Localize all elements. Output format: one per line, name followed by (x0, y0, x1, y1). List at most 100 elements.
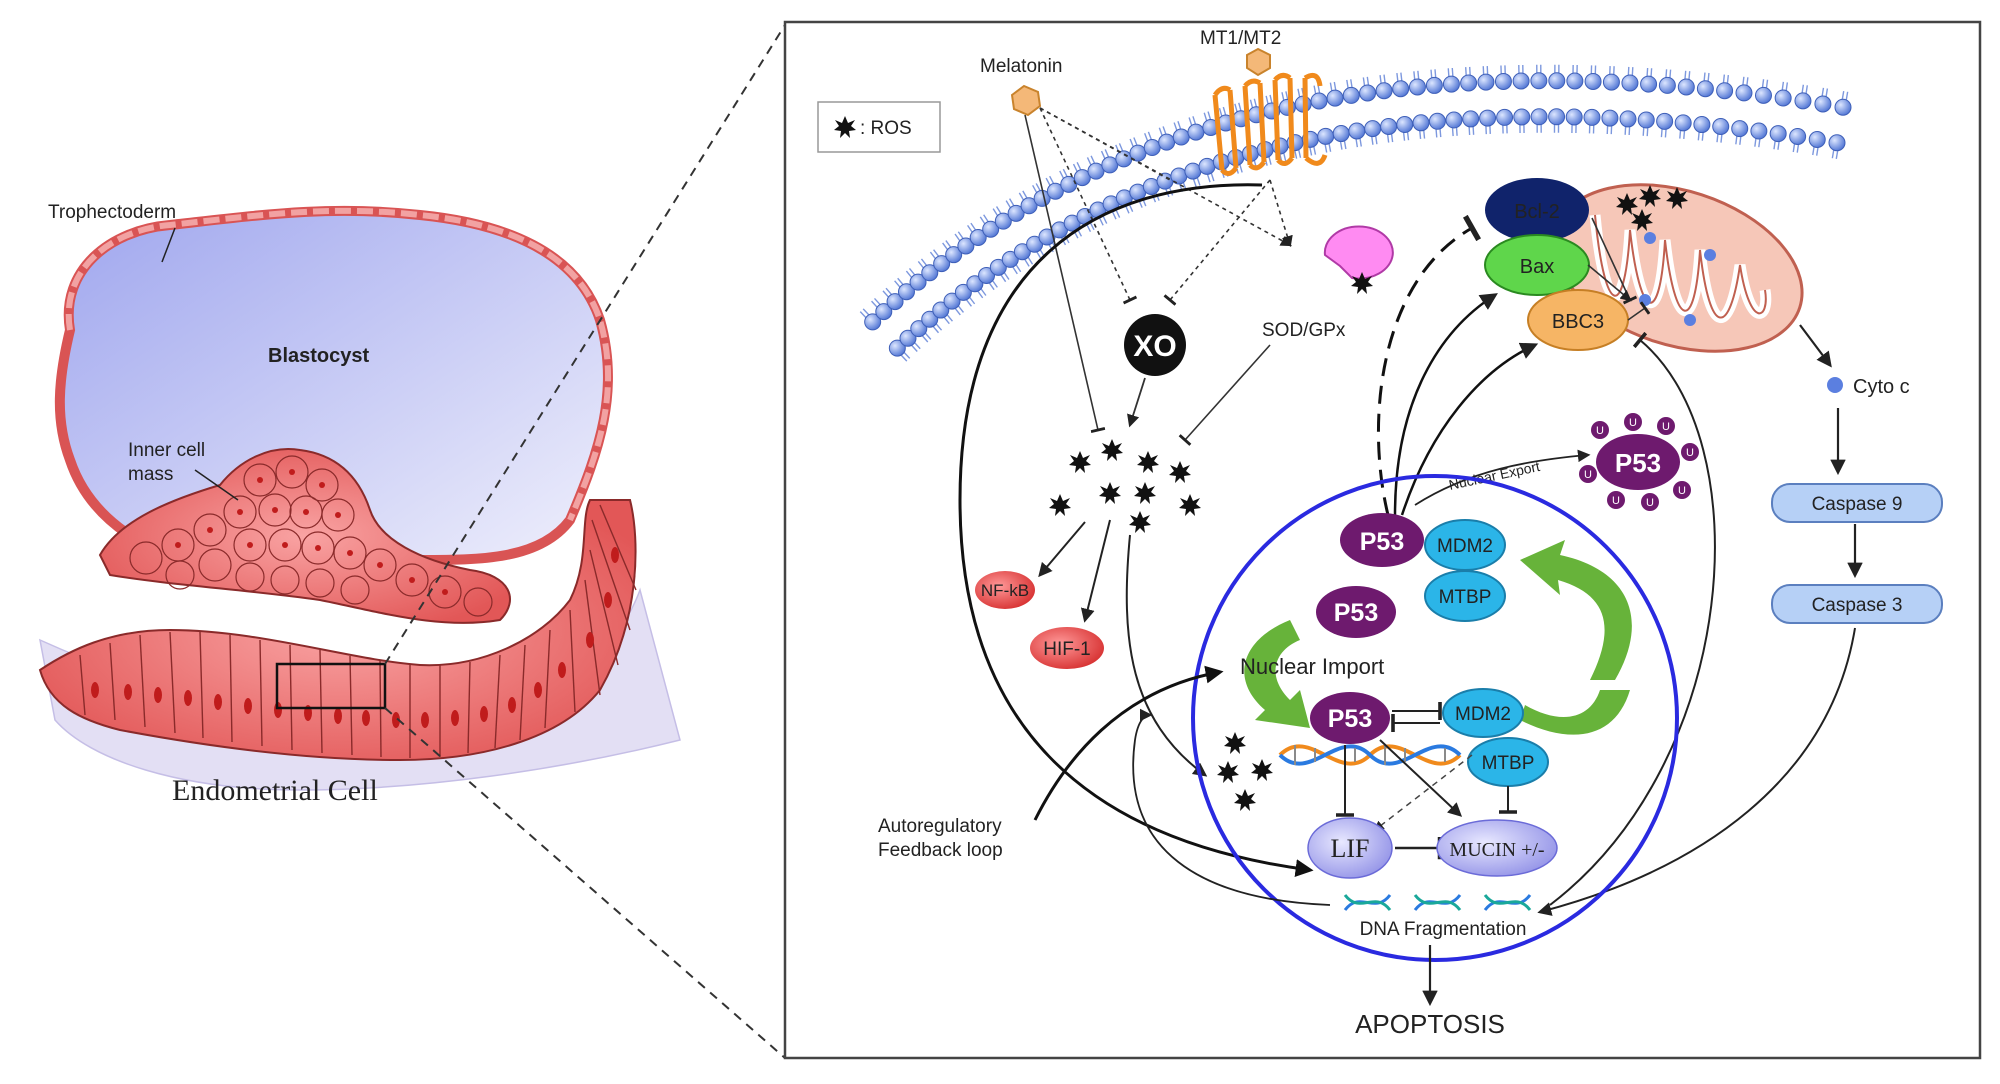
lipid-head (1640, 75, 1658, 93)
inner-cell-pointer (194, 469, 239, 501)
lipid-head (1359, 84, 1377, 102)
lipid-head (1693, 116, 1711, 134)
lipid-head (1462, 110, 1480, 128)
nuclear-import-label: Nuclear Import (1240, 654, 1384, 679)
lipid-head (1602, 73, 1620, 91)
nfkb-label: NF-kB (981, 581, 1029, 600)
lipid-head (1769, 125, 1787, 143)
bcl2-protein (1485, 178, 1589, 242)
lipid-head (1060, 175, 1078, 193)
lipid-head (989, 258, 1007, 276)
lipid-head (1442, 75, 1460, 93)
melatonin-label: Melatonin (980, 56, 1062, 77)
dna-fragments (1343, 894, 1532, 911)
xo-enzyme (1124, 314, 1186, 376)
bcl2-label: Bcl-2 (1514, 201, 1560, 223)
apoptosis-label: APOPTOSIS (1355, 1009, 1505, 1039)
p53-to-bax (1393, 293, 1498, 516)
lipid-head (1396, 116, 1414, 134)
ubiquitin-label: U (1629, 417, 1637, 429)
melatonin-ros-inhibit (1024, 114, 1106, 434)
ros-to-nucleus (1125, 534, 1208, 777)
lipid-head (1013, 243, 1031, 261)
lipid-head (1731, 120, 1749, 138)
lipid-head (1530, 108, 1548, 126)
lipid-head (1513, 108, 1531, 126)
p53-export-label: P53 (1615, 448, 1661, 478)
lipid-head (910, 320, 928, 338)
lipid-head (1677, 78, 1695, 96)
melatonin-dotted-paths (1039, 107, 1293, 306)
inner-cell-mass-cells (129, 455, 493, 617)
xo-label: XO (1133, 330, 1176, 363)
lipid-head (932, 301, 950, 319)
melatonin-molecule (1010, 84, 1042, 117)
inner-cell-mass (98, 448, 511, 624)
lipid-head (1494, 72, 1512, 90)
lipid-head (1073, 169, 1091, 187)
trophectoderm-pointer (161, 227, 176, 263)
ros-to-hif1 (1080, 519, 1111, 623)
zoom-line-top (384, 24, 786, 665)
lipid-head (1530, 72, 1548, 90)
trophectoderm-layer (65, 207, 612, 522)
lipid-head (1566, 72, 1584, 90)
lipid-head (1619, 110, 1637, 128)
lif-factor (1307, 817, 1393, 879)
lipid-head (875, 303, 893, 321)
bcl2-inhibit-mito (1591, 217, 1638, 305)
dna-feedback-arrow (1132, 708, 1331, 906)
cyto-c-molecule (1827, 377, 1843, 393)
ubiquitin-label: U (1686, 447, 1694, 459)
lipid-head (1392, 80, 1410, 98)
ubiquitin-bead (1607, 491, 1625, 509)
ubiquitin-bead (1591, 421, 1609, 439)
hif1-label: HIF-1 (1043, 639, 1091, 660)
lipid-head (1007, 204, 1025, 222)
lipid-head (899, 329, 917, 347)
lipid-head (888, 339, 906, 357)
green-cycle-arrow-upper (1520, 540, 1632, 680)
lipid-head (1674, 114, 1692, 132)
lipid-head (1774, 89, 1792, 107)
receptor-to-lif-loop (958, 183, 1314, 878)
ubiquitin-label: U (1596, 425, 1604, 437)
zoom-line-bottom (384, 707, 786, 1059)
lipid-head (1143, 139, 1161, 157)
mdm2-top-label: MDM2 (1437, 536, 1493, 557)
ubiquitin-label: U (1646, 497, 1654, 509)
p53-lower (1310, 692, 1390, 744)
inner-cell-label-1: Inner cell (128, 440, 205, 461)
lif-label: LIF (1331, 834, 1370, 863)
sod-gpx-label: SOD/GPx (1262, 320, 1346, 341)
caspase-3-box (1771, 584, 1943, 624)
ubiquitin-label: U (1612, 495, 1620, 507)
caspase-3-label: Caspase 3 (1812, 595, 1903, 616)
ubiquitin-label: U (1584, 469, 1592, 481)
p53-lower-label: P53 (1328, 705, 1372, 733)
ubiquitin-bead (1673, 481, 1691, 499)
lipid-head (1479, 109, 1497, 127)
mtbp-top-label: MTBP (1439, 587, 1492, 608)
mucin-label: MUCIN +/- (1449, 839, 1544, 861)
lipid-head (1001, 250, 1019, 268)
lipid-head (921, 264, 939, 282)
green-cycle-arrow-lower (1520, 690, 1630, 735)
lipid-head (1198, 157, 1216, 175)
lipid-head (886, 293, 904, 311)
lipid-head (1789, 127, 1807, 145)
p53-mid (1316, 586, 1396, 638)
lipid-head (1408, 78, 1426, 96)
inner-cell-nuclei (175, 469, 448, 595)
mucin-factor (1436, 819, 1558, 877)
green-cycle-arrow-left (1244, 620, 1310, 728)
mdm2-lower-label: MDM2 (1455, 704, 1511, 725)
ros-legend: : ROS (817, 101, 941, 153)
lipid-head (921, 310, 939, 328)
lipid-head (1364, 120, 1382, 138)
ubiquitin-bead (1681, 443, 1699, 461)
p53-to-mucin (1379, 739, 1463, 817)
lipid-head (969, 228, 987, 246)
